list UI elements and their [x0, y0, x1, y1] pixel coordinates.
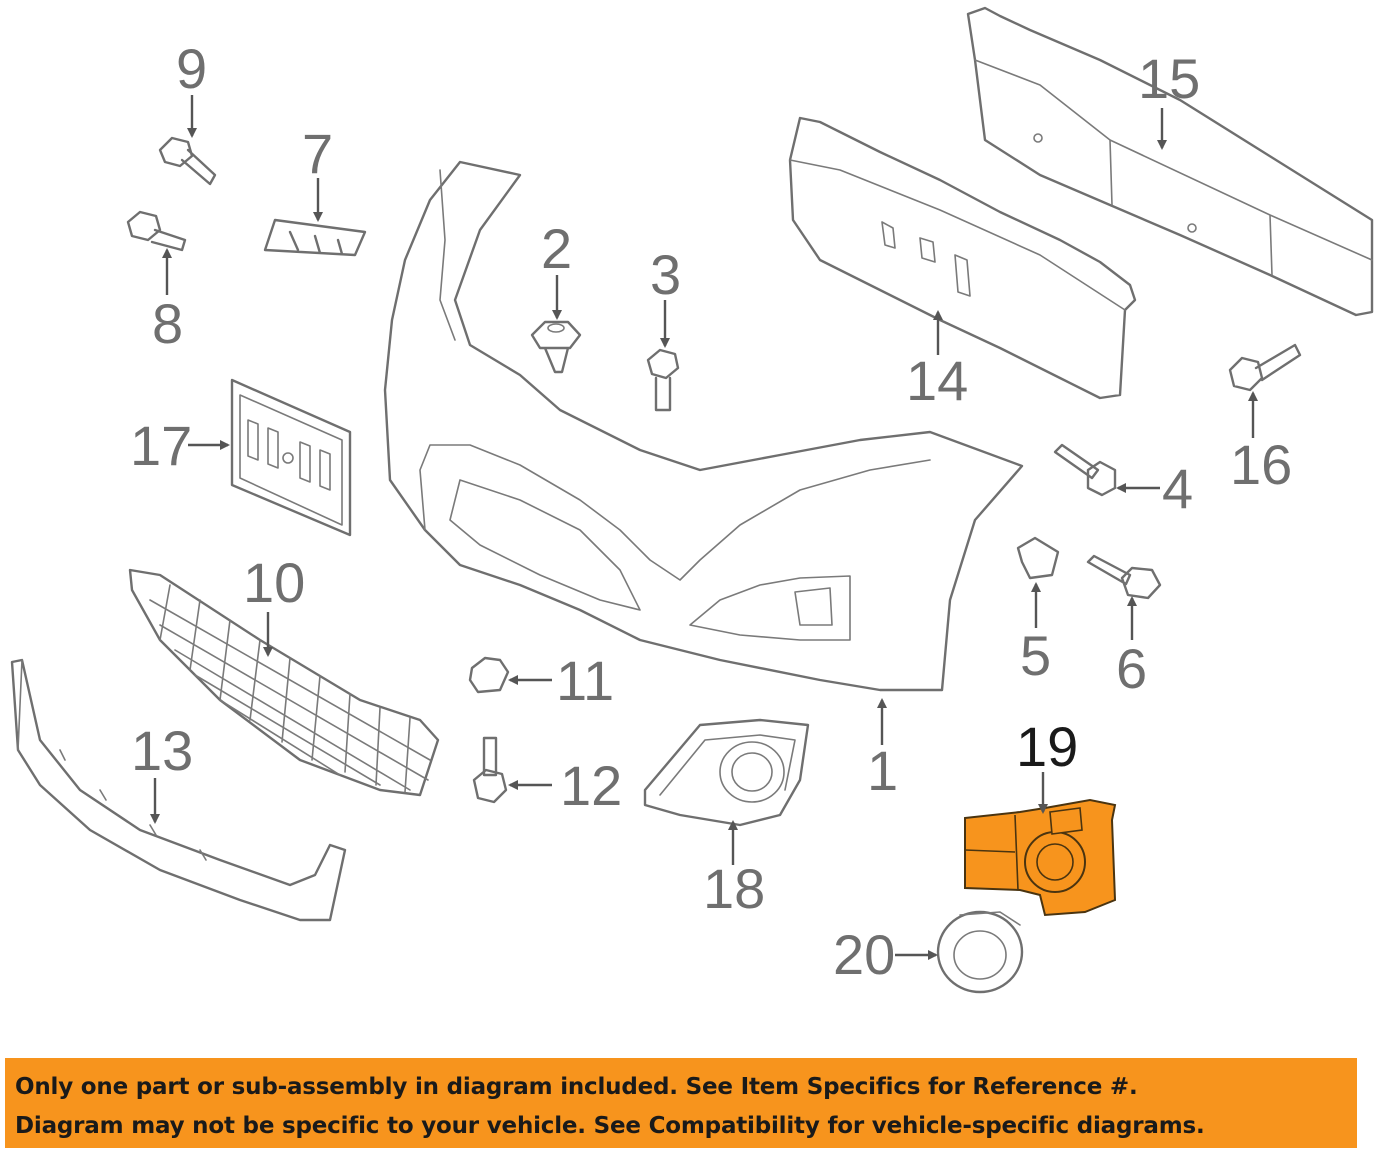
callout-19: 19: [1016, 715, 1078, 778]
part-18-fog-bezel: [643, 718, 810, 827]
callout-1: 1: [867, 739, 898, 802]
disclaimer-line-1: Only one part or sub-assembly in diagram…: [15, 1074, 1138, 1100]
callout-10: 10: [243, 551, 305, 614]
callout-20: 20: [833, 923, 895, 986]
fasteners: [126, 136, 1302, 804]
part-10-grille: [128, 568, 440, 797]
callout-2: 2: [541, 217, 572, 280]
callout-17: 17: [130, 414, 192, 477]
callout-16: 16: [1230, 433, 1292, 496]
callout-18: 18: [703, 857, 765, 920]
disclaimer-banner: Only one part or sub-assembly in diagram…: [5, 1058, 1357, 1148]
parts-diagram: 9 8 7 2 3 15 14 16 4 5 6 17 10 11 12 13 …: [10, 6, 1374, 994]
callout-6: 6: [1116, 637, 1147, 700]
part-15-reinforcement: [966, 6, 1374, 317]
callout-9: 9: [176, 37, 207, 100]
callout-3: 3: [650, 243, 681, 306]
leader-arrows: [150, 95, 1258, 960]
disclaimer-line-2: Diagram may not be specific to your vehi…: [15, 1113, 1205, 1139]
callout-5: 5: [1020, 624, 1051, 687]
callout-14: 14: [906, 349, 968, 412]
callout-4: 4: [1162, 457, 1193, 520]
part-14-absorber: [788, 116, 1137, 400]
callout-11: 11: [556, 649, 614, 712]
callout-12: 12: [560, 754, 622, 817]
callout-13: 13: [131, 719, 193, 782]
part-19-parking-sensor: [964, 798, 1117, 917]
callout-7: 7: [302, 122, 333, 185]
part-13-molding: [10, 658, 347, 922]
part-20-retainer: [936, 910, 1024, 994]
callout-labels: 9 8 7 2 3 15 14 16 4 5 6 17 10 11 12 13 …: [130, 37, 1292, 986]
part-17-license-bracket: [230, 378, 352, 537]
part-1-bumper-cover: [383, 160, 1024, 692]
callout-15: 15: [1138, 47, 1200, 110]
callout-8: 8: [152, 292, 183, 355]
